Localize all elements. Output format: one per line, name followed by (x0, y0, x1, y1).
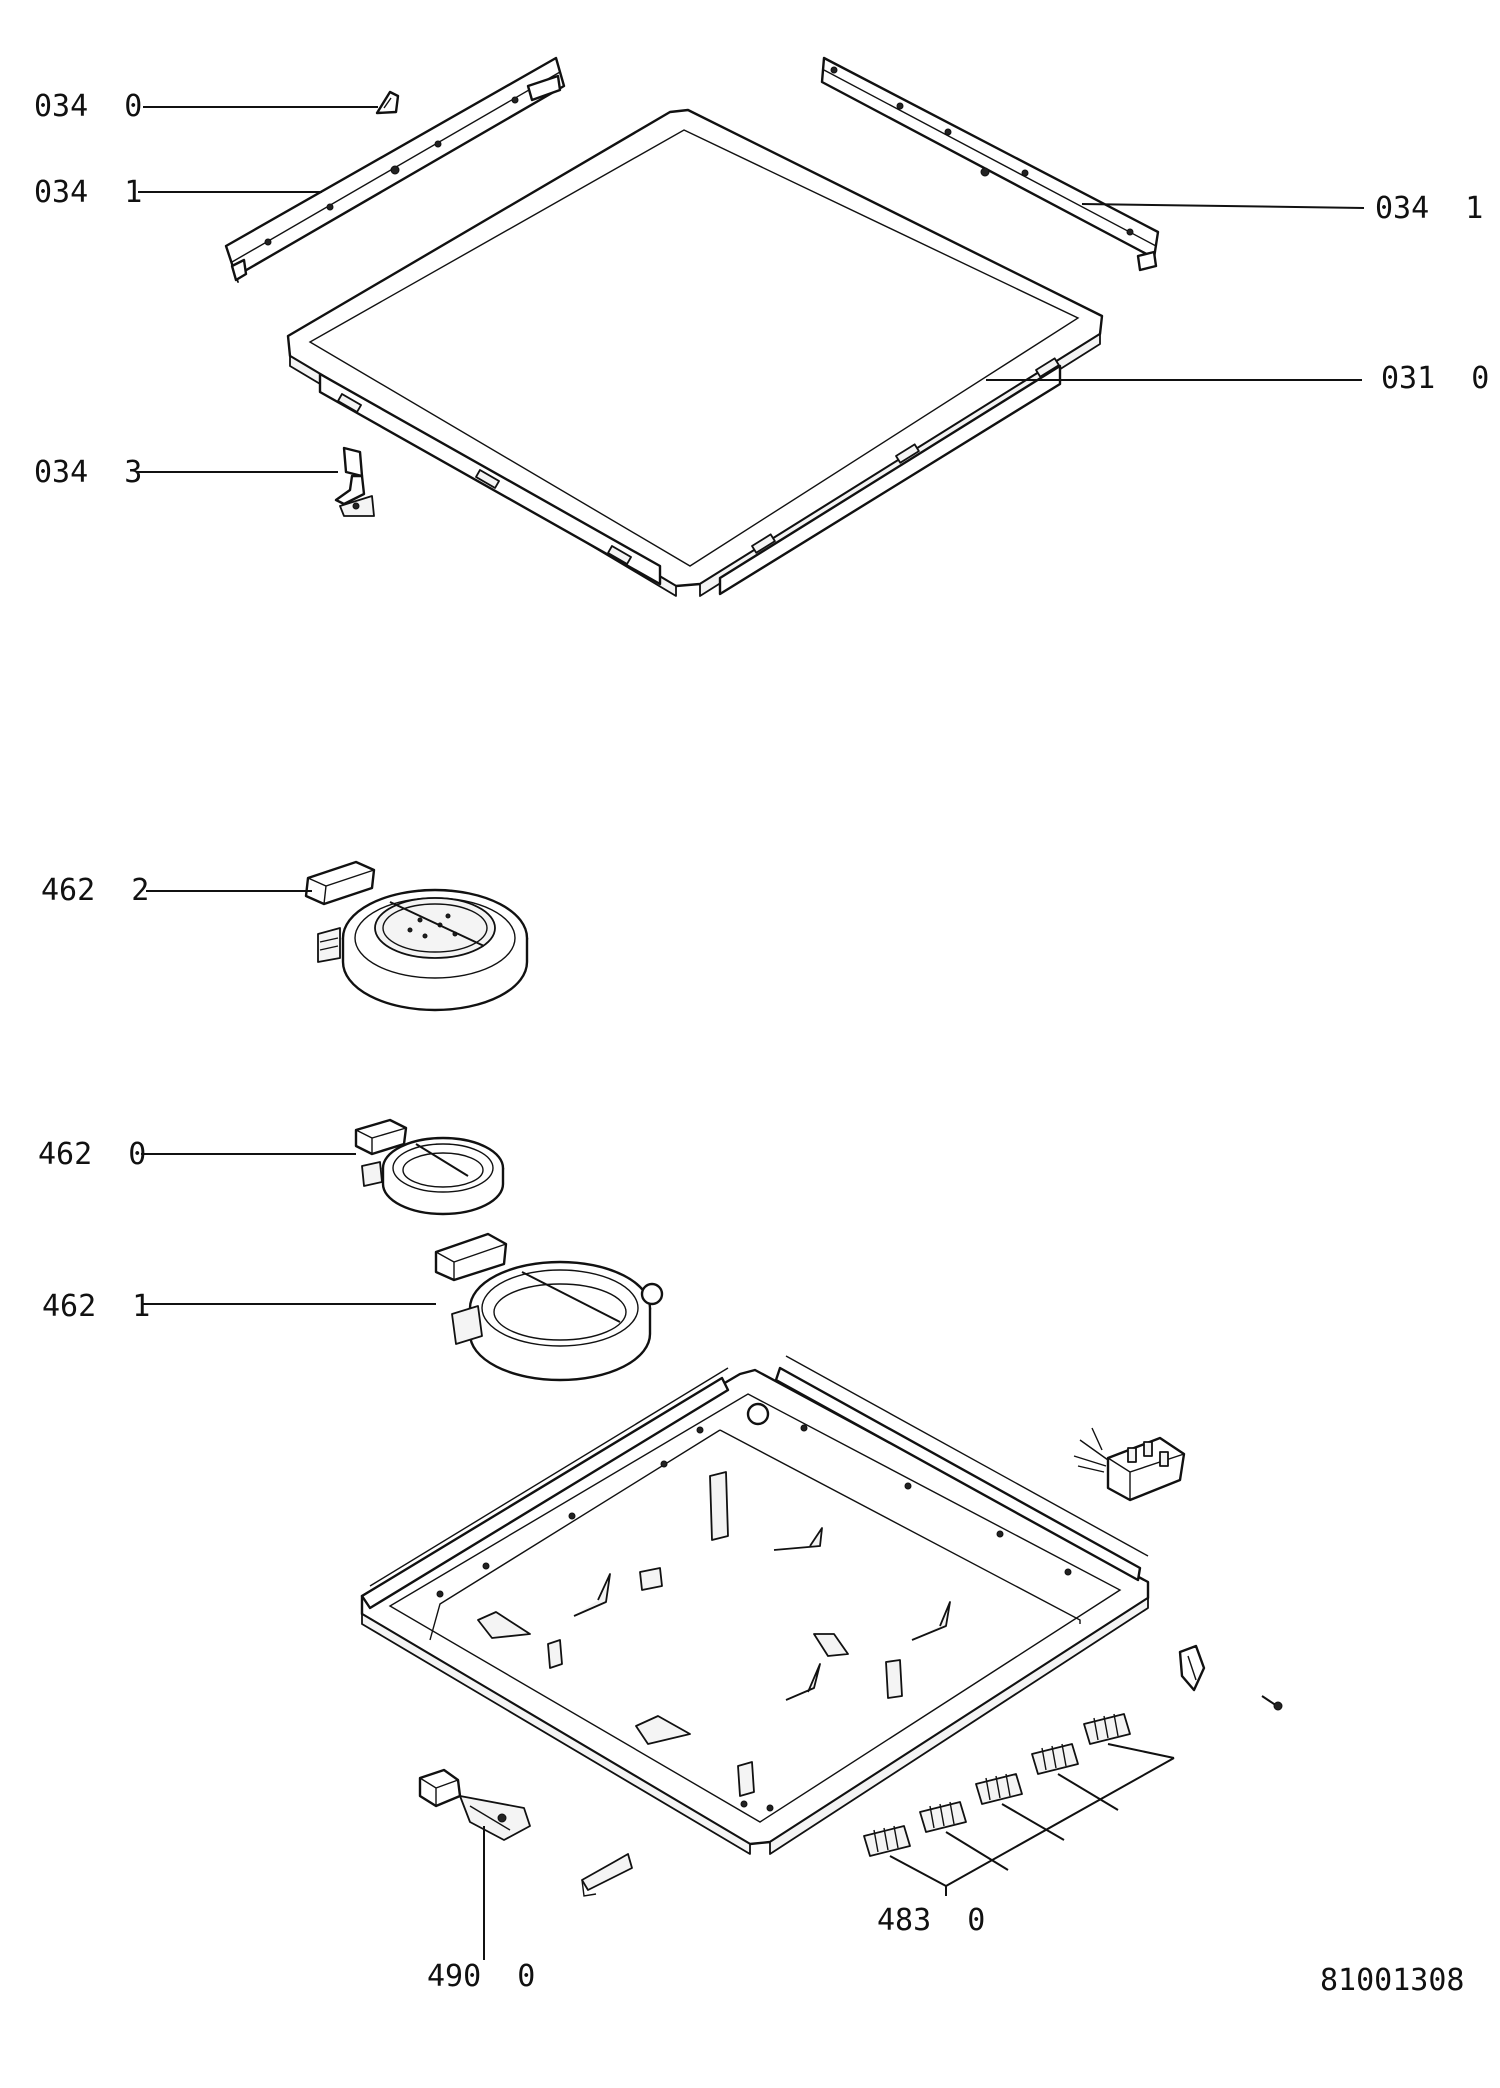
part-4900-switch (418, 1768, 531, 1841)
label-part-4900: 490 0 (427, 1959, 536, 1994)
label-part-0340: 034 0 (34, 89, 143, 124)
label-part-0310: 031 0 (1381, 361, 1490, 396)
part-4830-connector-clips (863, 1713, 1175, 1896)
part-4620-heater-small (354, 1118, 505, 1216)
label-part-0341-left: 034 1 (34, 175, 143, 210)
leader-lines (137, 106, 1365, 1960)
label-part-0341-right: 034 1 (1375, 191, 1484, 226)
part-0340-clip (375, 90, 400, 115)
loose-clip (581, 1853, 633, 1897)
base-tray (360, 1355, 1150, 1855)
small-knob (1178, 1644, 1206, 1692)
part-0341-right-rail (820, 56, 1160, 272)
part-4622-heater-large (304, 860, 529, 1012)
part-4621-heater-medium (434, 1232, 664, 1382)
part-0310-frame (286, 108, 1104, 597)
part-0343-bracket (334, 446, 375, 517)
label-part-4620: 462 0 (38, 1137, 147, 1172)
label-part-4621: 462 1 (42, 1289, 151, 1324)
part-0341-left-rail (224, 56, 566, 283)
screw (1261, 1695, 1283, 1711)
drawing-number: 81001308 (1320, 1963, 1465, 1998)
label-part-0343: 034 3 (34, 455, 143, 490)
label-part-4830: 483 0 (877, 1903, 986, 1938)
terminal-block (1073, 1427, 1186, 1502)
label-part-4622: 462 2 (41, 873, 150, 908)
